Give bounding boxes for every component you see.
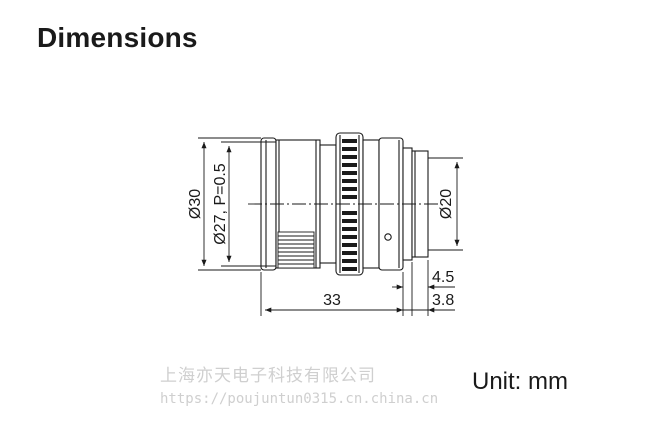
unit-label: Unit: mm xyxy=(472,368,568,395)
focus-ring-knurl xyxy=(342,139,357,271)
thread-label: Ø27, P=0.5 xyxy=(212,163,229,244)
watermark-company: 上海亦天电子科技有限公司 xyxy=(160,366,376,385)
watermark-url: https://poujuntun0315.cn.china.cn xyxy=(160,391,439,407)
mount-diameter-label: Ø20 xyxy=(438,189,455,219)
thread-dimension xyxy=(221,141,276,267)
flange-a-label: 4.5 xyxy=(432,269,454,286)
lens-body xyxy=(260,132,429,276)
front-knurl xyxy=(277,231,315,269)
mount-diameter-dimension xyxy=(428,157,463,251)
set-screw xyxy=(384,233,392,241)
flange-b-label: 3.8 xyxy=(432,292,454,309)
outer-diameter-label: Ø30 xyxy=(187,189,204,219)
outer-diameter-dimension xyxy=(198,137,261,271)
length-label: 33 xyxy=(323,292,341,309)
page-title: Dimensions xyxy=(37,22,198,53)
